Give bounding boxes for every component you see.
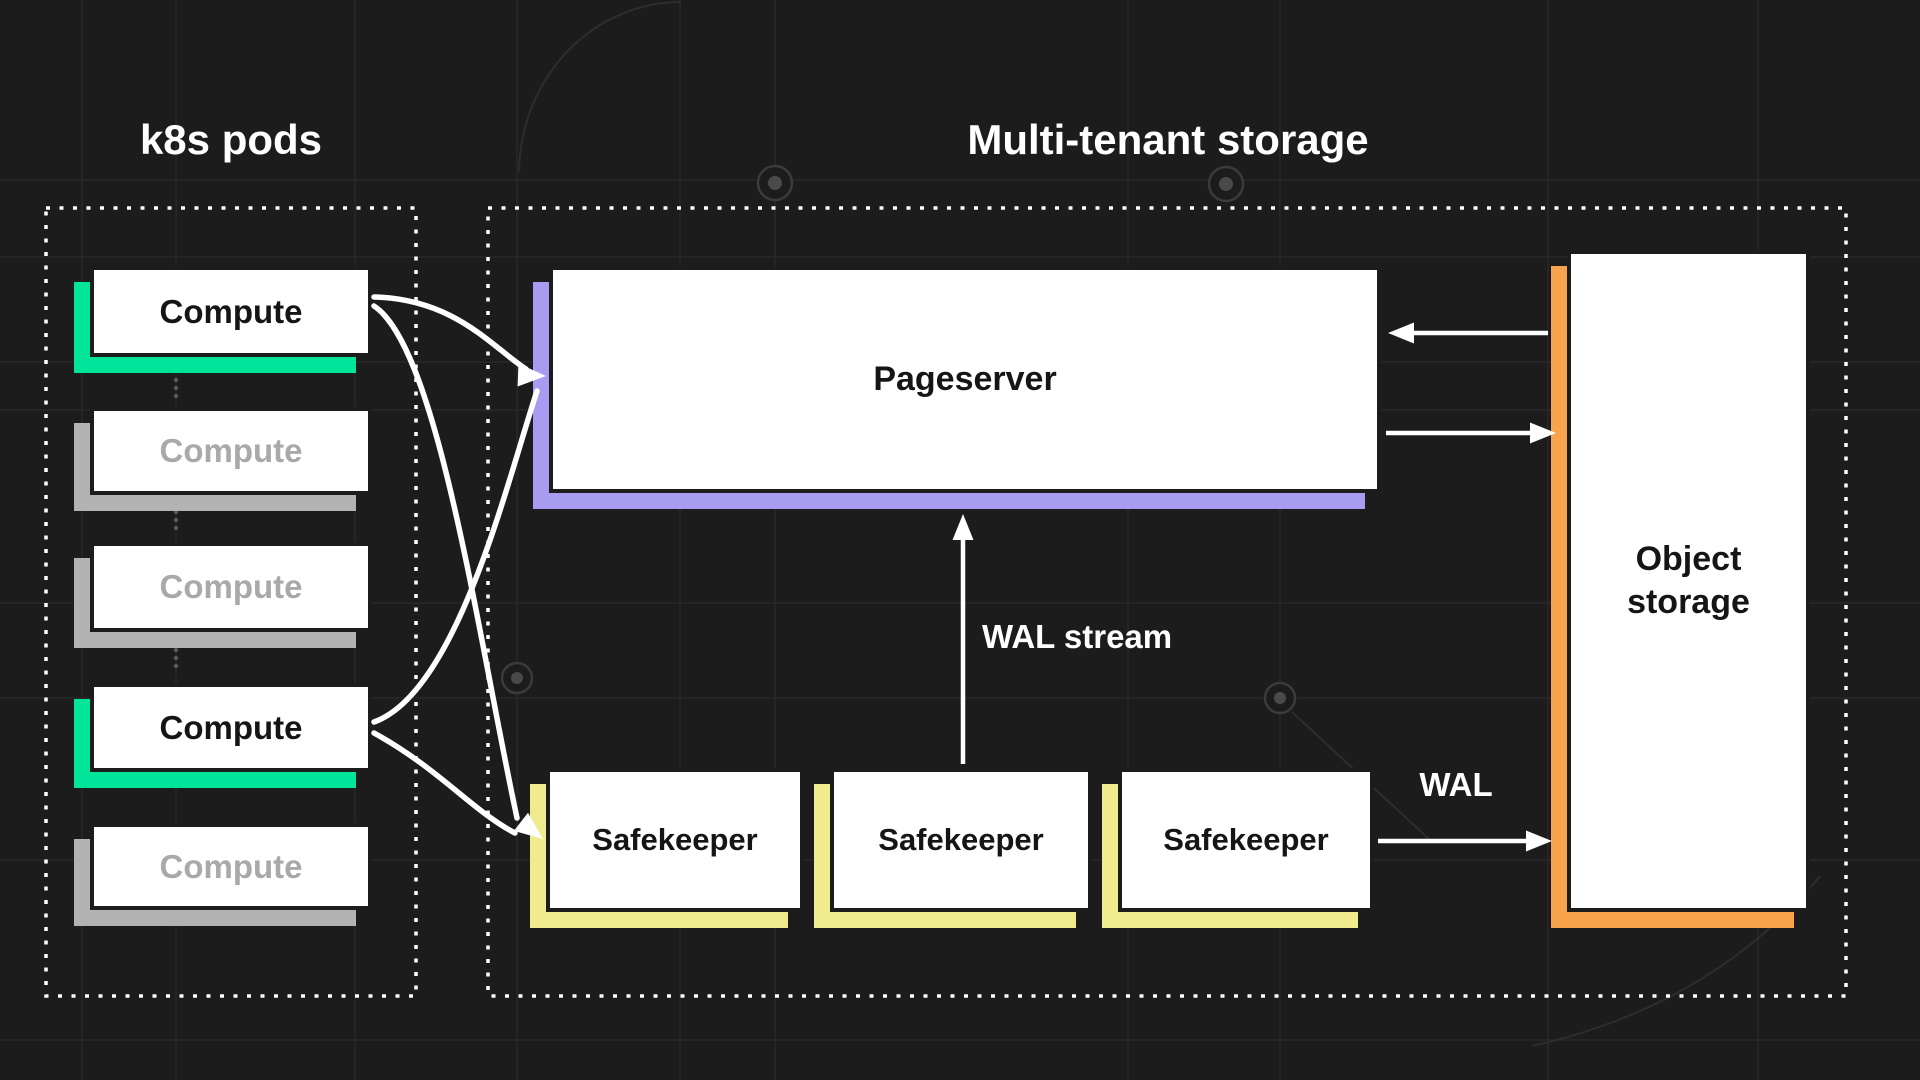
compute-box-1: Compute (74, 266, 372, 373)
k8s-pods-title: k8s pods (139, 116, 323, 163)
compute-label: Compute (159, 568, 303, 605)
safekeeper-label: Safekeeper (1163, 822, 1329, 857)
object-storage-label: Object storage (1627, 540, 1750, 621)
safekeeper-box-1: Safekeeper (530, 768, 804, 928)
safekeeper-box-2: Safekeeper (814, 768, 1092, 928)
compute-label: Compute (159, 292, 303, 330)
multi-tenant-storage-title: Multi-tenant storage (967, 116, 1369, 163)
safekeeper-label: Safekeeper (878, 822, 1044, 857)
object-storage-box: Object storage (1551, 250, 1810, 928)
compute-label: Compute (159, 847, 303, 885)
compute-label: Compute (159, 708, 303, 746)
compute-box-2: Compute (74, 407, 372, 511)
wal-stream-label: WAL stream (982, 618, 1173, 655)
pageserver-label: Pageserver (873, 360, 1057, 398)
compute4-to-safekeeper-arrow (371, 730, 518, 836)
compute-box-3: Compute (74, 542, 372, 648)
compute1-to-safekeeper-arrow (371, 303, 520, 821)
safekeeper-label: Safekeeper (592, 822, 758, 857)
wal-label: WAL (1419, 766, 1493, 803)
compute-box-4: Compute (74, 683, 372, 788)
compute-box-5: Compute (74, 823, 372, 926)
pageserver-box: Pageserver (533, 266, 1381, 509)
safekeeper-box-3: Safekeeper (1102, 768, 1374, 928)
compute-label: Compute (159, 432, 303, 469)
compute4-to-pageserver-arrow (371, 388, 540, 725)
compute1-to-pageserver-arrow (371, 294, 529, 372)
